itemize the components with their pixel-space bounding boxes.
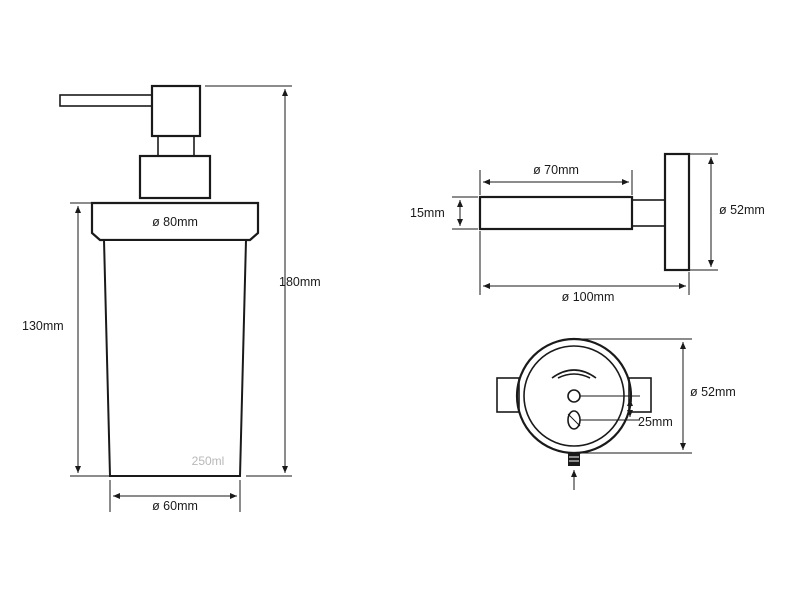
side-view-dimensions: ø 70mm 15mm ø 52mm ø 100mm: [410, 153, 765, 304]
wall-plate: [663, 152, 691, 272]
pump-stem: [157, 135, 195, 157]
front-view-dimensions: ø 52mm 25mm: [574, 338, 736, 454]
mounting-slot-inner: [557, 373, 591, 379]
soap-dispenser-drawing: ø 80mm 250ml: [59, 84, 260, 477]
ring-arm-left: [496, 377, 520, 413]
pump-head: [150, 84, 202, 138]
holder-front-view: [496, 337, 652, 490]
top-diameter-label: ø 80mm: [152, 215, 198, 229]
plate-diameter-label: ø 52mm: [719, 203, 765, 217]
pump-collar: [138, 154, 212, 200]
height-glass-label: 130mm: [22, 319, 64, 333]
front-plate-diameter-label: ø 52mm: [690, 385, 736, 399]
total-depth-label: ø 100mm: [562, 290, 615, 304]
holder-arm: [478, 195, 634, 231]
holder-side-view: [478, 152, 691, 272]
arm-thickness-label: 15mm: [410, 206, 445, 220]
grub-screw: [568, 453, 580, 466]
capacity-label: 250ml: [192, 454, 225, 468]
height-total-label: 180mm: [279, 275, 321, 289]
dispenser-lid: [90, 201, 260, 242]
dispenser-dimensions: 180mm 130mm ø 60mm: [22, 85, 321, 513]
pump-nozzle: [59, 94, 153, 107]
mounting-hole-top: [567, 389, 581, 403]
hole-mark: [567, 413, 581, 427]
ring-arm-right: [628, 377, 652, 413]
glass-container: [102, 239, 248, 477]
arm-length-label: ø 70mm: [533, 163, 579, 177]
mounting-slot: [551, 369, 597, 379]
hole-spacing-label: 25mm: [638, 415, 673, 429]
holder-neck: [631, 199, 666, 227]
bottom-diameter-label: ø 60mm: [152, 499, 198, 513]
